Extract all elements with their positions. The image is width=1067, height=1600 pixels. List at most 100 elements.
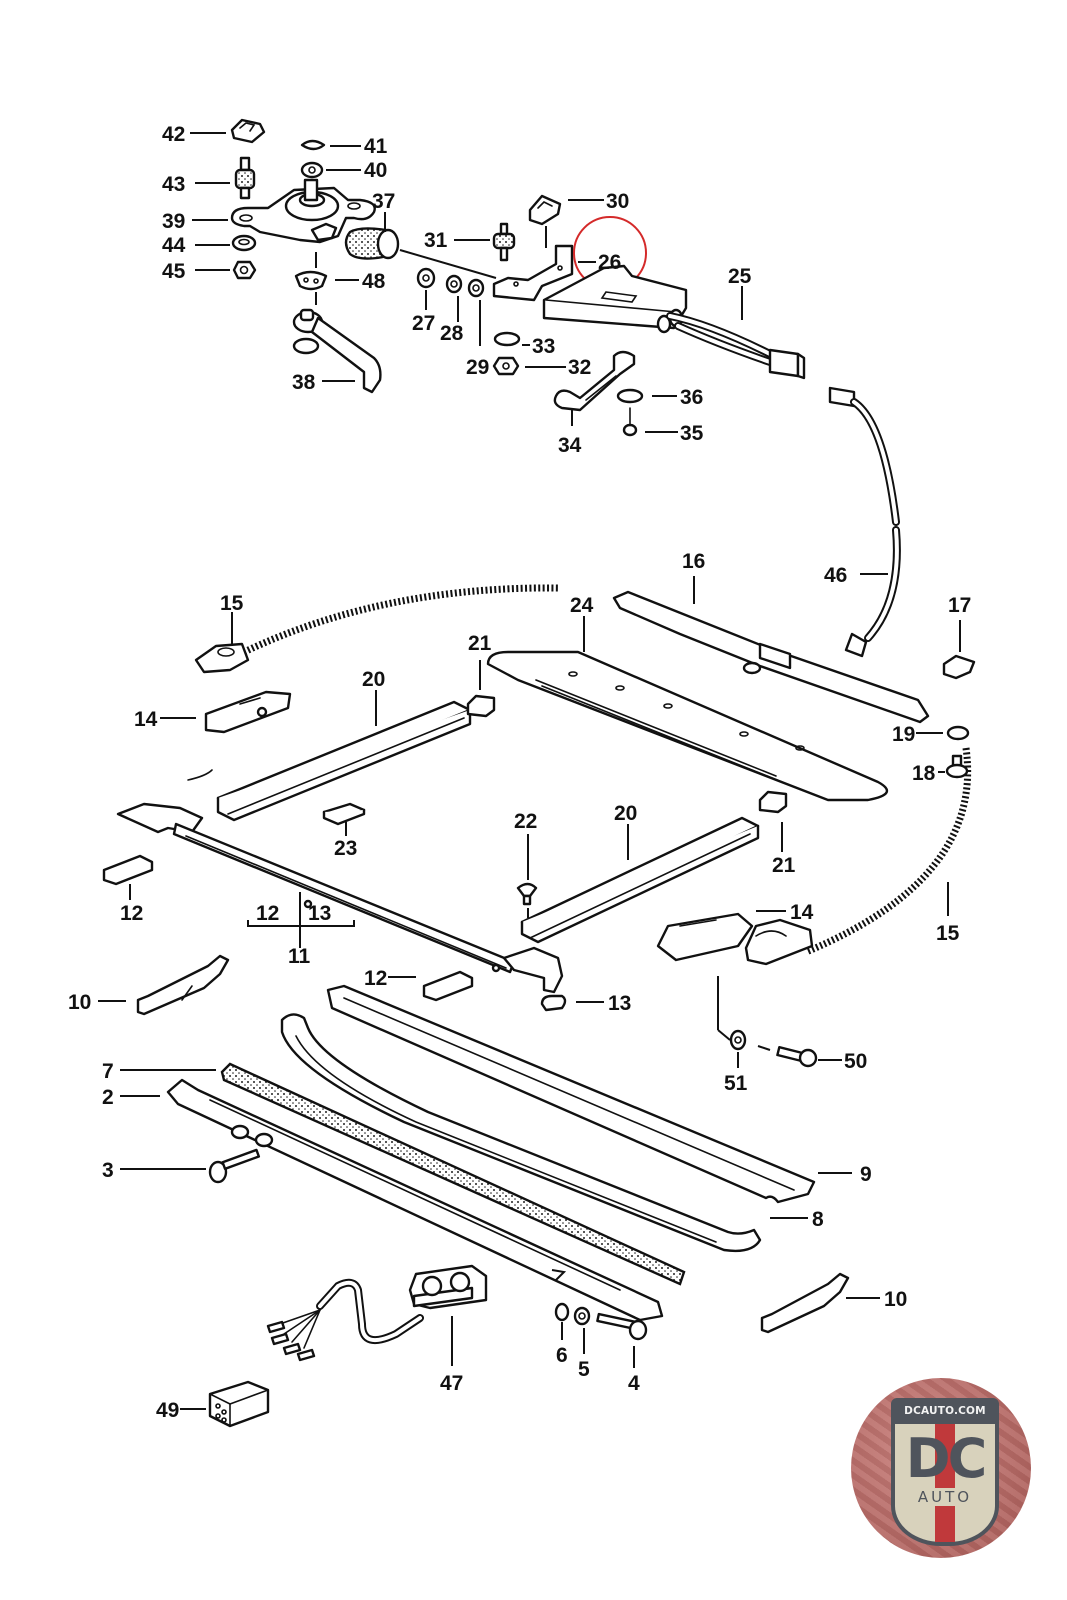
part-42-clip[interactable] xyxy=(230,118,266,144)
callout-37: 37 xyxy=(372,190,395,213)
logo-word-text: AUTO xyxy=(895,1488,995,1506)
part-45-nut[interactable] xyxy=(232,260,257,280)
callout-13b: 13 xyxy=(608,992,631,1015)
part-14-slide-right[interactable] xyxy=(656,912,754,962)
callout-11: 11 xyxy=(288,945,311,968)
callout-51: 51 xyxy=(724,1072,748,1095)
callout-5: 5 xyxy=(578,1358,590,1381)
part-33-washer[interactable] xyxy=(493,331,521,347)
part-46-cable[interactable] xyxy=(828,386,901,658)
part-7-seal[interactable] xyxy=(220,1062,686,1286)
part-39-motor-bracket[interactable] xyxy=(230,178,376,244)
part-10-lever-left[interactable] xyxy=(136,954,230,1016)
part-49-connector[interactable] xyxy=(208,1380,270,1428)
callout-20b: 20 xyxy=(614,802,637,825)
part-3-bolt[interactable] xyxy=(208,1148,261,1184)
part-30-clip[interactable] xyxy=(528,194,562,226)
callout-17: 17 xyxy=(948,594,971,617)
part-47-switch[interactable] xyxy=(408,1264,488,1310)
part-11-cross-member[interactable] xyxy=(116,769,564,994)
callout-20a: 20 xyxy=(362,668,385,691)
part-9-trim-strip[interactable] xyxy=(326,984,816,1204)
part-37-rubber-damper[interactable] xyxy=(344,227,400,260)
part-17-clip[interactable] xyxy=(942,654,976,680)
logo-shield: DCAUTO.COM DC AUTO xyxy=(891,1398,999,1546)
dcauto-logo: DCAUTO.COM DC AUTO xyxy=(851,1378,1031,1558)
callout-10b: 10 xyxy=(884,1288,907,1311)
part-32-nut[interactable] xyxy=(492,356,520,376)
callout-21b: 21 xyxy=(772,854,796,877)
part-15-cable-left[interactable] xyxy=(194,584,559,674)
callout-41: 41 xyxy=(364,135,388,158)
part-14-slide-left[interactable] xyxy=(204,690,292,734)
callout-48: 48 xyxy=(362,270,386,293)
part-5-washer[interactable] xyxy=(573,1306,591,1326)
part-12-slider-right[interactable] xyxy=(422,970,474,1002)
callout-13a: 13 xyxy=(308,902,331,925)
part-22-screw[interactable] xyxy=(516,882,538,906)
part-28-washer[interactable] xyxy=(445,274,463,294)
part-21-block-right[interactable] xyxy=(758,790,788,814)
callout-47: 47 xyxy=(440,1372,463,1395)
part-29-washer[interactable] xyxy=(467,278,485,298)
part-13-block[interactable] xyxy=(540,994,567,1012)
part-27-nut[interactable] xyxy=(416,267,436,289)
callout-35: 35 xyxy=(680,422,704,445)
part-38-drive-arm[interactable] xyxy=(292,308,382,394)
part-21-block-left[interactable] xyxy=(466,694,496,718)
callout-29: 29 xyxy=(466,356,489,379)
part-47-wiring[interactable] xyxy=(266,1278,424,1362)
part-15-cable-right[interactable] xyxy=(744,747,972,966)
part-16-guide[interactable] xyxy=(612,590,930,724)
part-31-stud[interactable] xyxy=(492,222,516,262)
callout-14a: 14 xyxy=(134,708,158,731)
logo-top-band xyxy=(895,1402,995,1424)
callout-45: 45 xyxy=(162,260,186,283)
part-4-bolt[interactable] xyxy=(596,1312,648,1341)
part-8-seal-guide[interactable] xyxy=(280,1013,762,1253)
callout-labels: 42 41 40 43 37 39 44 45 48 38 30 31 26 2… xyxy=(68,123,971,1422)
callout-18: 18 xyxy=(912,762,936,785)
part-40-nut[interactable] xyxy=(300,161,324,179)
part-50-screw[interactable] xyxy=(776,1046,818,1068)
part-41-circlip[interactable] xyxy=(300,139,326,151)
part-35-screw[interactable] xyxy=(622,407,638,437)
callout-30: 30 xyxy=(606,190,629,213)
part-48-grommet[interactable] xyxy=(294,270,328,291)
part-44-washer[interactable] xyxy=(231,234,257,252)
connector-25[interactable] xyxy=(768,348,806,380)
part-51-washer[interactable] xyxy=(729,1029,747,1051)
callout-16: 16 xyxy=(682,550,705,573)
part-34-bracket[interactable] xyxy=(553,350,636,412)
callout-38: 38 xyxy=(292,371,316,394)
part-43-stud[interactable] xyxy=(234,156,256,200)
callout-46: 46 xyxy=(824,564,847,587)
part-19-nut[interactable] xyxy=(946,725,970,741)
callout-4: 4 xyxy=(628,1372,640,1395)
callout-23: 23 xyxy=(334,837,357,860)
part-20-rail-right[interactable] xyxy=(520,816,760,944)
part-6-clip[interactable] xyxy=(554,1302,570,1322)
part-25-control-unit[interactable] xyxy=(542,264,688,334)
callout-26: 26 xyxy=(598,251,621,274)
callout-7: 7 xyxy=(102,1060,114,1083)
callout-12b: 12 xyxy=(256,902,279,925)
callout-33: 33 xyxy=(532,335,555,358)
callout-49: 49 xyxy=(156,1399,179,1422)
callout-22: 22 xyxy=(514,810,537,833)
part-36-washer[interactable] xyxy=(616,388,644,404)
part-18-screw[interactable] xyxy=(945,754,969,779)
logo-mark-text: DC xyxy=(905,1427,987,1490)
part-2-side-frame[interactable] xyxy=(166,1078,664,1322)
callout-2: 2 xyxy=(102,1086,114,1109)
logo-red-stripe xyxy=(935,1402,955,1542)
callout-8: 8 xyxy=(812,1208,824,1231)
part-10-lever-right[interactable] xyxy=(760,1272,850,1334)
part-26-bracket[interactable] xyxy=(492,244,574,302)
part-24-deflector[interactable] xyxy=(486,650,889,802)
callout-21a: 21 xyxy=(468,632,492,655)
part-23-pad[interactable] xyxy=(322,802,366,826)
callout-12c: 12 xyxy=(364,967,387,990)
callout-6: 6 xyxy=(556,1344,568,1367)
part-12-slider-left[interactable] xyxy=(102,854,154,886)
